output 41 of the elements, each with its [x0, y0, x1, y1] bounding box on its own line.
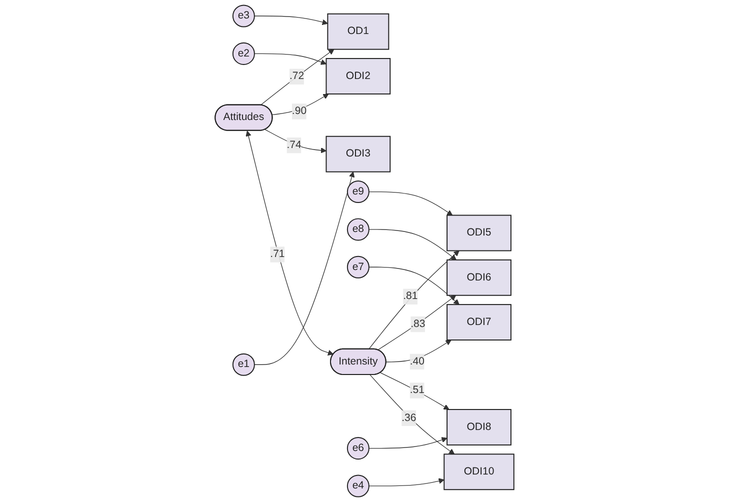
edge-label: .81: [403, 290, 418, 302]
node-circle: e9: [346, 180, 370, 204]
node-box: ODI8: [446, 409, 512, 446]
arrow: [254, 172, 355, 365]
edge-label: .40: [410, 356, 424, 367]
edge-label: .51: [410, 384, 424, 396]
node-circle: e1: [232, 353, 255, 376]
node-box: ODI7: [446, 304, 512, 340]
edge-label: .83: [410, 318, 426, 330]
arrow: [370, 374, 455, 454]
node-box: ODI5: [446, 214, 512, 252]
arrow: [380, 372, 450, 410]
node-circle: e3: [232, 4, 255, 28]
arrow: [246, 130, 334, 356]
arrow: [368, 437, 448, 449]
arrow: [386, 340, 452, 362]
arrow: [368, 478, 444, 486]
node-circle: e6: [346, 437, 370, 460]
node-circle: e7: [346, 256, 370, 278]
arrow: [254, 16, 328, 25]
node-box: ODI6: [446, 259, 512, 296]
node-box: ODI3: [326, 136, 391, 172]
arrow: [368, 266, 460, 305]
node-box: OD1: [327, 13, 390, 50]
arrow: [254, 53, 326, 65]
arrow: [368, 229, 456, 260]
arrow: [368, 191, 453, 216]
edge-label: .71: [270, 248, 285, 260]
arrow: [377, 295, 456, 350]
arrow: [264, 129, 326, 154]
edge-label: .74: [286, 139, 302, 151]
edge-label: .36: [402, 412, 416, 424]
edge-label: .90: [292, 106, 307, 117]
arrow: [260, 49, 334, 106]
node-circle: e2: [232, 42, 255, 65]
edge-label: .72: [289, 70, 304, 82]
node-circle: e8: [346, 218, 370, 241]
node-box: ODI2: [326, 58, 391, 94]
node-circle: e4: [346, 474, 370, 498]
arrow: [368, 250, 460, 350]
node-box: ODI10: [444, 454, 514, 490]
